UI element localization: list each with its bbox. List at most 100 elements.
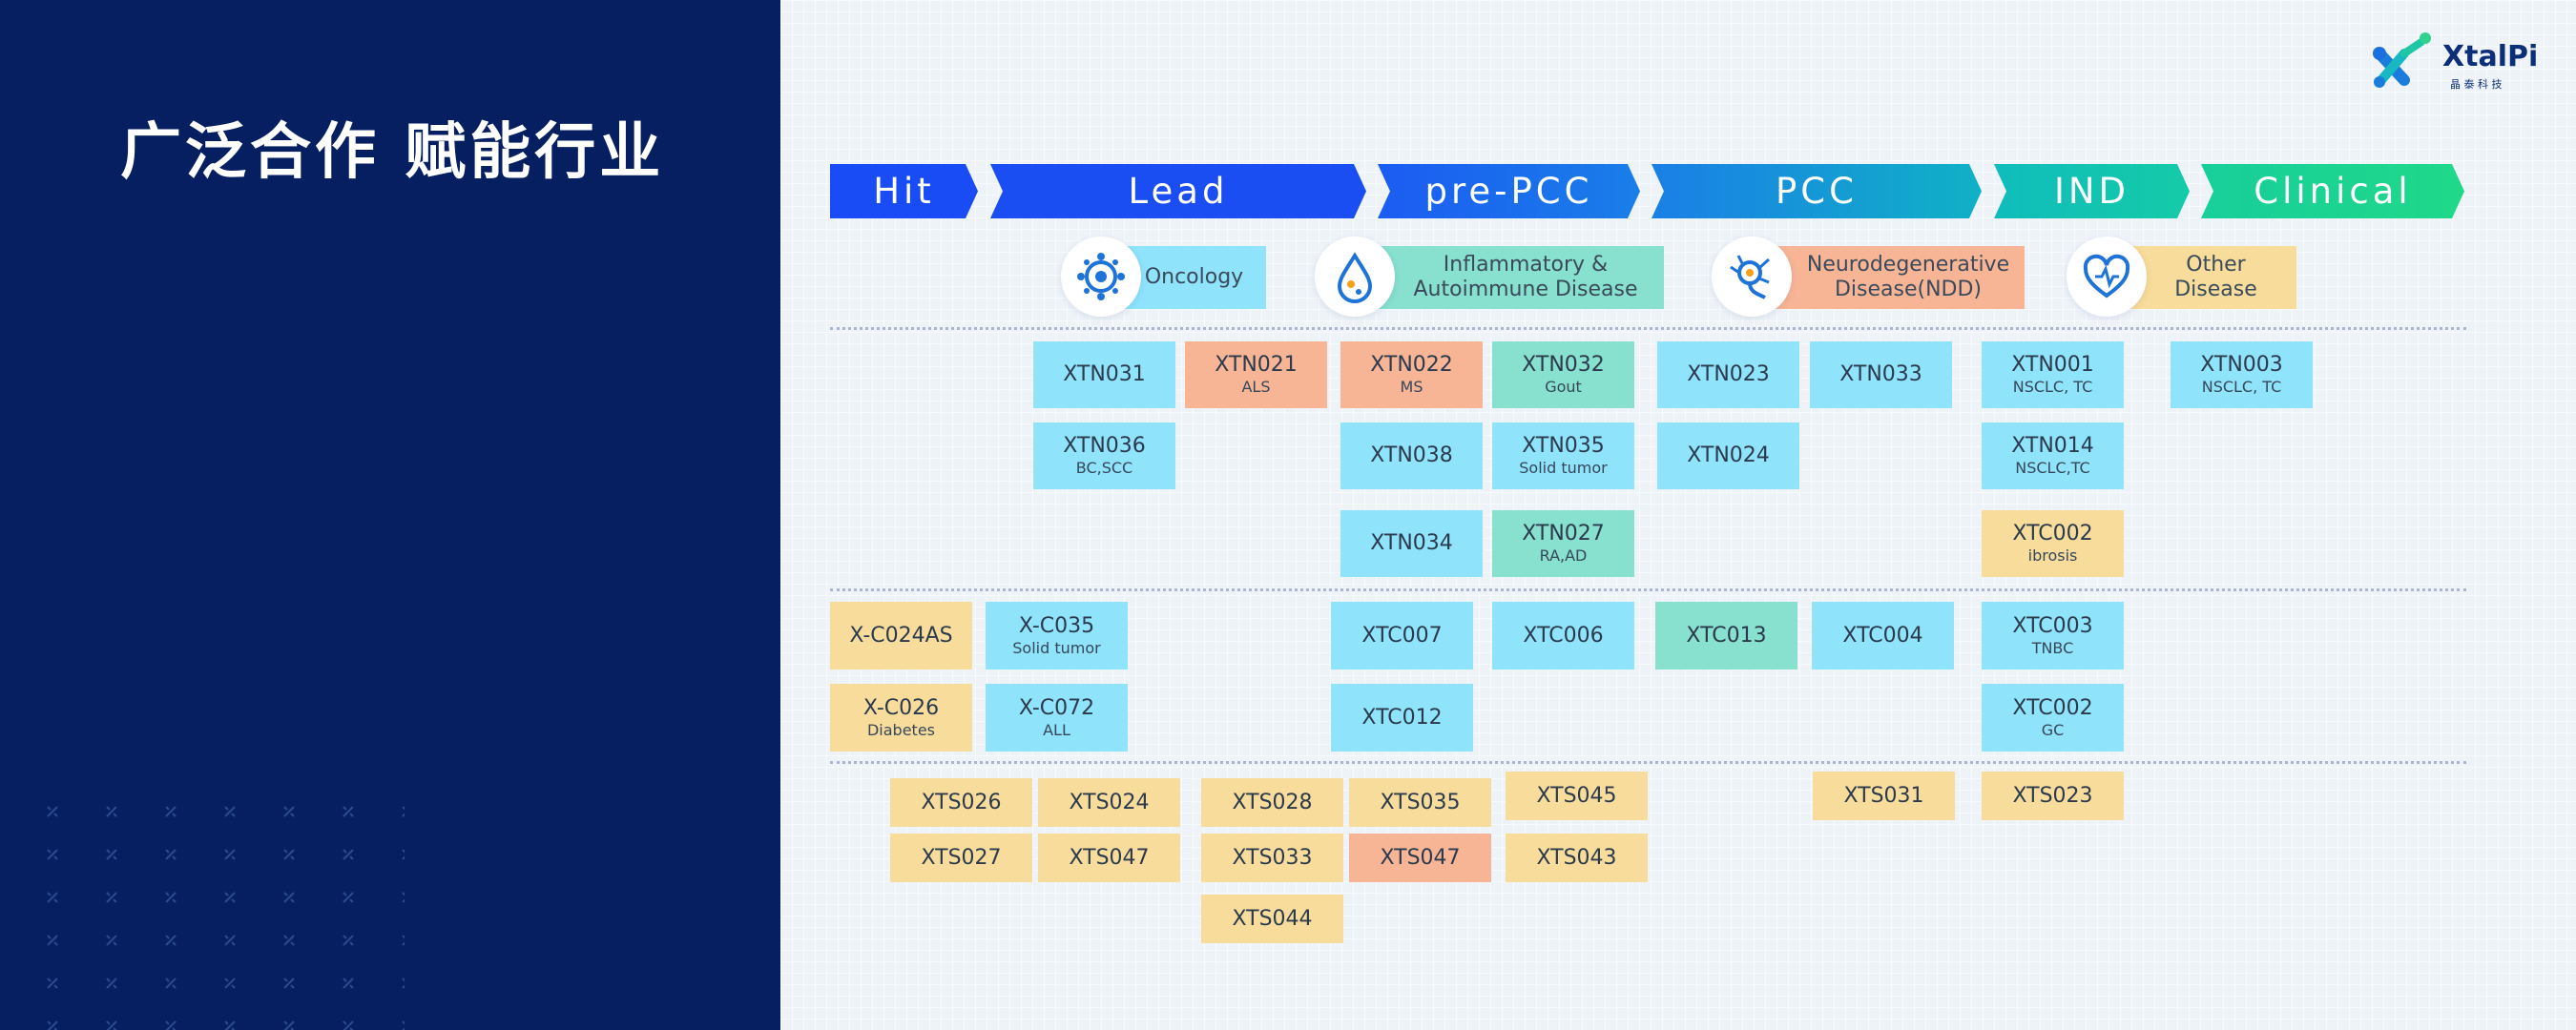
stage-clinical: Clinical [2201, 164, 2464, 218]
candidate-name: XTS024 [1069, 790, 1150, 814]
candidate-name: XTS045 [1536, 783, 1617, 808]
candidate-box: X-C024AS [830, 602, 972, 670]
candidate-name: X-C024AS [849, 623, 953, 648]
candidate-name: XTN035 [1522, 434, 1605, 458]
candidate-indication: Solid tumor [1012, 638, 1101, 657]
candidate-box: XTN033 [1810, 341, 1952, 408]
candidate-box: XTS024 [1038, 778, 1180, 827]
candidate-box: XTS044 [1201, 895, 1343, 943]
candidate-name: XTN027 [1522, 522, 1605, 546]
logo-subtitle: 晶 泰 科 技 [2450, 78, 2503, 91]
candidate-box: XTC007 [1331, 602, 1473, 670]
candidate-box: XTS047 [1038, 834, 1180, 882]
candidate-indication: Gout [1545, 378, 1582, 396]
candidate-box: XTN038 [1340, 422, 1483, 489]
candidate-name: XTS033 [1232, 845, 1313, 870]
candidate-indication: Solid tumor [1519, 459, 1608, 477]
candidate-box: XTN031 [1033, 341, 1175, 408]
candidate-name: XTS026 [921, 790, 1002, 814]
category-label: Inflammatory & Autoimmune Disease [1413, 253, 1638, 301]
candidate-name: XTS044 [1232, 906, 1313, 931]
divider-xtc [830, 588, 2466, 591]
candidate-box: XTS035 [1349, 778, 1491, 827]
candidate-indication: ibrosis [2027, 546, 2078, 565]
candidate-indication: MS [1400, 378, 1423, 396]
heart-icon [2067, 237, 2147, 317]
candidate-name: X-C035 [1018, 613, 1095, 638]
candidate-box: XTC006 [1492, 602, 1634, 670]
candidate-name: XTS031 [1843, 783, 1924, 808]
candidate-indication: ALS [1241, 378, 1271, 396]
candidate-box: XTC004 [1812, 602, 1954, 670]
stage-hit: Hit [830, 164, 978, 218]
candidate-name: XTC013 [1686, 623, 1767, 648]
candidate-name: X-C026 [862, 695, 940, 720]
candidate-name: XTN023 [1687, 362, 1770, 386]
candidate-box: XTS028 [1201, 778, 1343, 827]
candidate-name: XTC012 [1361, 705, 1443, 730]
divider-xtn [830, 327, 2466, 330]
candidate-box: XTS045 [1506, 772, 1648, 820]
candidate-box: XTN034 [1340, 510, 1483, 577]
candidate-indication: NSCLC, TC [2012, 378, 2093, 396]
candidate-name: XTN001 [2011, 353, 2094, 377]
candidate-name: XTN022 [1370, 353, 1453, 377]
candidate-box: XTS043 [1506, 834, 1648, 882]
candidate-box: XTS023 [1982, 772, 2124, 820]
candidate-name: X-C072 [1018, 695, 1095, 720]
stage-label: IND [2053, 171, 2130, 212]
candidate-name: XTN031 [1063, 362, 1146, 386]
candidate-name: XTS047 [1380, 845, 1461, 870]
candidate-indication: Diabetes [866, 720, 936, 739]
candidate-name: XTN038 [1370, 443, 1453, 467]
candidate-name: XTC002 [2012, 522, 2093, 546]
stage-label: pre-PCC [1424, 171, 1593, 212]
candidate-name: XTN014 [2011, 434, 2094, 458]
category-inflammatory: Inflammatory & Autoimmune Disease [1353, 246, 1664, 309]
logo-text: XtalPi [2442, 40, 2539, 73]
candidate-name: XTC007 [1361, 623, 1443, 648]
cross-pattern-decoration [42, 801, 405, 1030]
stage-ind: IND [1994, 164, 2190, 218]
candidate-name: XTN033 [1839, 362, 1922, 386]
category-label: Neurodegenerative Disease(NDD) [1806, 253, 2010, 301]
category-label: Oncology [1144, 265, 1244, 289]
candidate-name: XTC006 [1523, 623, 1604, 648]
candidate-name: XTS023 [2012, 783, 2093, 808]
candidate-name: XTC004 [1842, 623, 1923, 648]
candidate-name: XTN034 [1370, 531, 1453, 555]
category-label: Other Disease [2174, 253, 2257, 301]
drop-icon [1315, 237, 1395, 317]
divider-xts [830, 761, 2466, 764]
candidate-name: XTS043 [1536, 845, 1617, 870]
candidate-indication: BC,SCC [1075, 459, 1133, 477]
candidate-name: XTS028 [1232, 790, 1313, 814]
candidate-box: XTN024 [1657, 422, 1799, 489]
candidate-name: XTS027 [921, 845, 1002, 870]
candidate-name: XTN036 [1063, 434, 1146, 458]
candidate-name: XTS035 [1380, 790, 1461, 814]
stage-lead: Lead [990, 164, 1366, 218]
candidate-indication: GC [2041, 720, 2065, 739]
candidate-name: XTN021 [1215, 353, 1298, 377]
candidate-name: XTN024 [1687, 443, 1770, 467]
category-ndd: Neurodegenerative Disease(NDD) [1754, 246, 2025, 309]
stage-label: Lead [1128, 171, 1229, 212]
candidate-box: XTS026 [890, 778, 1032, 827]
candidate-indication: NSCLC, TC [2201, 378, 2282, 396]
candidate-box: XTS047 [1349, 834, 1491, 882]
